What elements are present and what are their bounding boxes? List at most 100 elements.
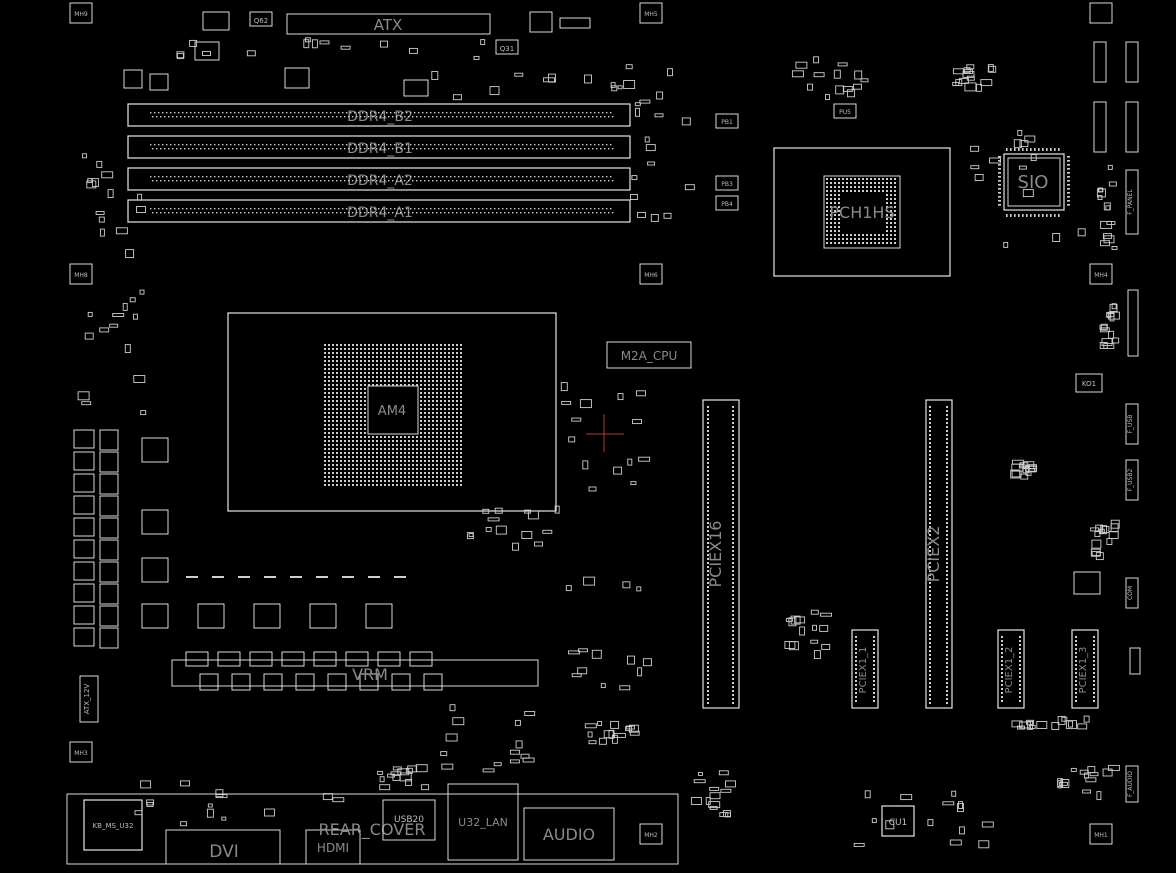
cpu-pin — [416, 480, 418, 482]
ddr4-pin — [258, 208, 260, 210]
ddr4-pin — [182, 112, 184, 114]
ddr4-pin — [364, 180, 366, 182]
cpu-pin — [408, 456, 410, 458]
pciex1-pin — [873, 696, 875, 698]
cpu-pin — [364, 468, 366, 470]
m2a-cpu-label: M2A_CPU — [621, 349, 678, 363]
pch-ball — [850, 242, 852, 244]
pciex16-pin — [707, 450, 709, 452]
cpu-pin — [452, 472, 454, 474]
sio-pin — [1022, 148, 1024, 151]
cpu-pin — [356, 344, 358, 346]
ddr4-pin — [324, 148, 326, 150]
smd-component — [124, 344, 131, 354]
ko1-label: KO1 — [1082, 380, 1096, 388]
pch-ball — [834, 202, 836, 204]
pciex16-pin — [707, 566, 709, 568]
ddr4-pin — [560, 148, 562, 150]
cpu-pin — [404, 436, 406, 438]
ddr4-pin — [208, 148, 210, 150]
cpu-pin — [340, 344, 342, 346]
cpu-pin — [336, 464, 338, 466]
cpu-pin — [364, 460, 366, 462]
smd-component — [392, 774, 401, 781]
ddr4-pin — [252, 116, 254, 118]
cpu-pin — [420, 364, 422, 366]
cpu-pin — [388, 352, 390, 354]
ddr4-pin — [298, 144, 300, 146]
cpu-pin — [440, 364, 442, 366]
cpu-pin — [420, 352, 422, 354]
vrm-pad — [186, 576, 198, 578]
pciex2-pin — [929, 446, 931, 448]
cpu-pin — [360, 412, 362, 414]
smd-component — [377, 770, 384, 775]
pciex2-pin — [929, 598, 931, 600]
cpu-pin — [444, 388, 446, 390]
ddr4-pin — [500, 212, 502, 214]
mounting-hole-mh2 — [639, 823, 663, 845]
ddr4-pin — [472, 148, 474, 150]
pch-ball — [826, 178, 828, 180]
cpu-pin — [416, 448, 418, 450]
ddr4-pin — [382, 176, 384, 178]
pch-ball — [846, 242, 848, 244]
ddr4-pin — [446, 112, 448, 114]
cpu-pin — [456, 456, 458, 458]
ddr4-pin — [230, 112, 232, 114]
smd-component — [466, 532, 474, 540]
ddr4-pin — [536, 148, 538, 150]
cpu-pin — [440, 436, 442, 438]
cpu-pin — [332, 404, 334, 406]
ddr4-pin — [428, 116, 430, 118]
cpu-pin — [432, 464, 434, 466]
smd-component — [1106, 221, 1116, 225]
ddr4-pin — [226, 176, 228, 178]
smd-component — [810, 609, 819, 615]
cpu-pin — [424, 428, 426, 430]
smd-component — [1109, 303, 1118, 312]
ddr4-pin — [412, 148, 414, 150]
cpu-pin — [352, 432, 354, 434]
svg-text:MH2: MH2 — [644, 832, 658, 839]
cpu-pin — [360, 460, 362, 462]
cpu-pin — [324, 392, 326, 394]
cpu-pin — [376, 460, 378, 462]
ddr4-pin — [430, 112, 432, 114]
ddr4-pin — [408, 212, 410, 214]
ddr4-pin — [306, 112, 308, 114]
pch-ball — [858, 190, 860, 192]
cpu-pin — [424, 372, 426, 374]
ddr4-pin — [314, 144, 316, 146]
cpu-pin — [344, 460, 346, 462]
cpu-pin — [440, 456, 442, 458]
cpu-pin — [408, 484, 410, 486]
cpu-pin — [460, 468, 462, 470]
pch-ball — [854, 182, 856, 184]
rear-io-outline — [66, 793, 679, 865]
cpu-pin — [448, 456, 450, 458]
cpu-pin — [440, 480, 442, 482]
cpu-pin — [332, 372, 334, 374]
cpu-pin — [396, 376, 398, 378]
cpu-pin — [444, 416, 446, 418]
sio-pin — [1034, 214, 1036, 217]
cpu-pin — [432, 392, 434, 394]
usb20-label: USB20 — [394, 815, 424, 825]
pciex16-pins — [707, 406, 734, 704]
pciex1-pin — [1019, 648, 1021, 650]
pciex16-pin — [707, 478, 709, 480]
pch-ball — [894, 230, 896, 232]
pciex16-pin — [732, 570, 734, 572]
ddr4-pin — [588, 212, 590, 214]
ddr4-pin — [242, 176, 244, 178]
vrm-pad — [368, 576, 380, 578]
cpu-pin — [380, 464, 382, 466]
ddr4-pin — [434, 112, 436, 114]
ddr4-pin — [242, 144, 244, 146]
cpu-pin — [372, 480, 374, 482]
pciex2-pin — [946, 510, 948, 512]
cpu-pin — [420, 380, 422, 382]
cpu-pin — [444, 364, 446, 366]
cpu-pin — [452, 436, 454, 438]
